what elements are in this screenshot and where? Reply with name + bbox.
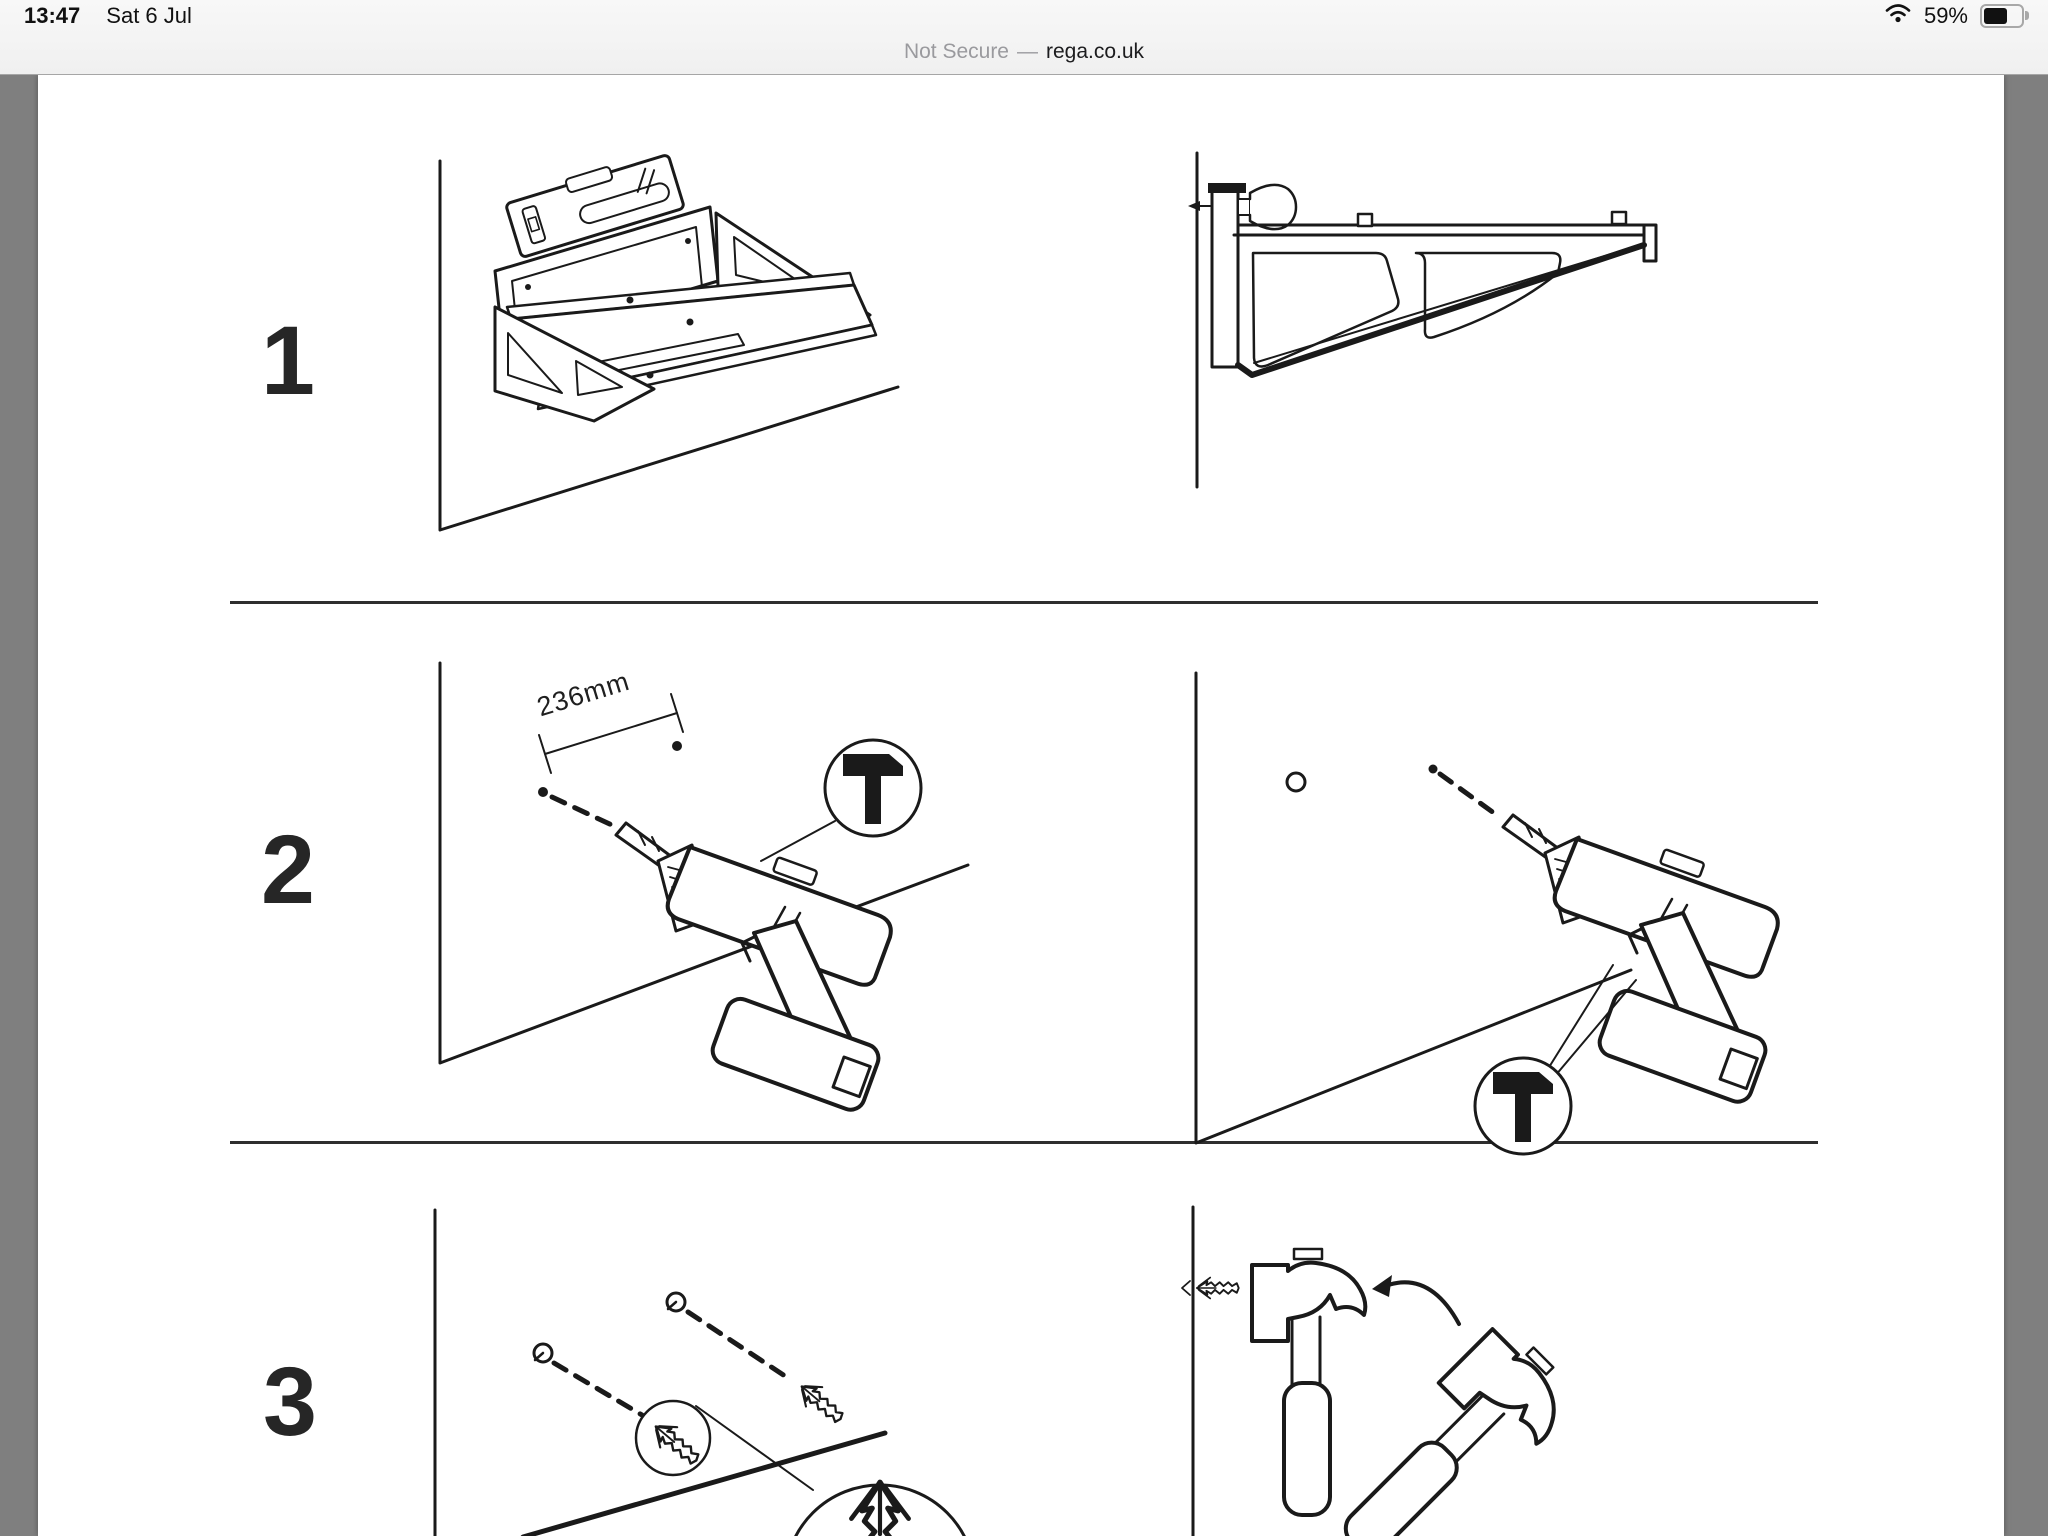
level-knob: [1237, 198, 1251, 216]
step-divider-line: [230, 601, 1818, 604]
spirit-level-illustration: [505, 154, 685, 258]
address-bar[interactable]: Not Secure — rega.co.uk: [0, 30, 2048, 74]
battery-icon: [1980, 4, 2029, 28]
instruction-diagram: [433, 151, 1780, 1536]
callout-line: [695, 1405, 814, 1491]
step3-left-panel: [433, 1208, 966, 1536]
detail-circle: [634, 1399, 712, 1477]
pdf-page: 1 2 3 236mm: [38, 75, 2004, 1536]
bracket-side-view-illustration: [1208, 183, 1658, 378]
impact-mark: [1181, 1280, 1191, 1296]
wall-plug-illustration: [646, 1415, 706, 1472]
clock-time: 13:47: [24, 3, 81, 28]
wall-plug-magnified: [851, 1482, 908, 1536]
pdf-viewer[interactable]: 1 2 3 236mm: [0, 75, 2048, 1536]
hammer-tool-icon: [823, 738, 923, 838]
bracket-cutout: [1251, 251, 1400, 368]
drill-mark: [538, 787, 548, 797]
swing-arrow: [1378, 1280, 1461, 1326]
bracket-cutout: [1414, 251, 1562, 339]
drilled-hole: [665, 1291, 687, 1313]
status-bar: 13:47 Sat 6 Jul 59%: [0, 0, 2048, 32]
drilled-hole: [532, 1342, 554, 1364]
drill-illustration: [614, 821, 893, 1116]
wall-plug-in-wall: [1195, 1276, 1240, 1300]
dimension-line: [538, 693, 684, 774]
drill-mark: [1428, 764, 1438, 774]
title-separator: —: [1017, 40, 1038, 63]
wall-line: [438, 661, 970, 1065]
step-2-number: 2: [261, 815, 315, 924]
battery-percent: 59%: [1923, 3, 1968, 28]
wall-plug-illustration: [792, 1375, 850, 1430]
wifi-icon: [1884, 2, 1912, 30]
step2-right-panel: [1194, 671, 1780, 1156]
callout-line: [1545, 964, 1637, 1077]
site-domain: rega.co.uk: [1046, 40, 1145, 63]
arrowhead: [1372, 1275, 1392, 1297]
drill-mark: [672, 741, 682, 751]
step-divider-line: [230, 1141, 1818, 1144]
callout-line: [760, 820, 836, 862]
step2-left-panel: [438, 661, 970, 1116]
shelf-bracket-iso-illustration: [493, 205, 878, 423]
security-label: Not Secure: [903, 40, 1009, 63]
plug-path-dashed: [685, 1309, 791, 1381]
hammer-swinging-illustration: [1316, 1318, 1584, 1536]
wall-arrow-icon: [1188, 201, 1200, 211]
step1-right-panel: [1188, 151, 1658, 489]
status-date: Sat 6 Jul: [106, 3, 192, 28]
plug-path-dashed: [551, 1360, 645, 1418]
step-3-number: 3: [263, 1347, 317, 1456]
step1-left-panel: [438, 154, 900, 532]
wall-line: [438, 159, 900, 532]
drill-path-dashed: [549, 794, 619, 830]
hammer-illustration: [1250, 1247, 1368, 1517]
step3-right-panel: [1181, 1205, 1584, 1536]
floor-line: [520, 1430, 888, 1536]
drilled-hole: [1285, 771, 1307, 793]
hammer-tool-icon: [1473, 1056, 1573, 1156]
step-1-number: 1: [261, 306, 315, 415]
browser-chrome: 13:47 Sat 6 Jul 59% Not Secure — rega.co…: [0, 0, 2048, 75]
drill-path-dashed: [1437, 771, 1501, 819]
wall-line: [1194, 671, 1633, 1145]
